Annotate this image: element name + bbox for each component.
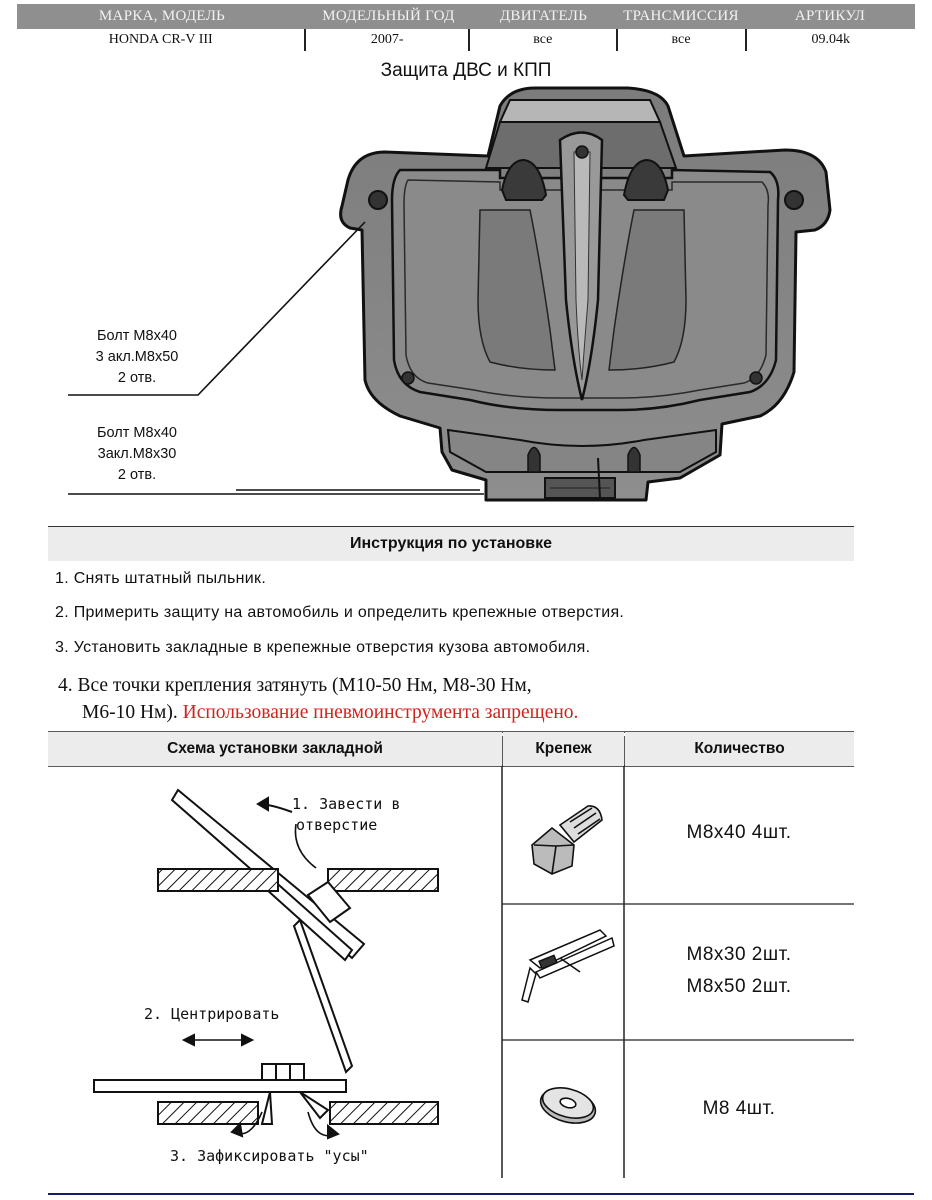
instruction-step-4-line2: М6-10 Нм). Использование пневмоинструмен… — [58, 699, 578, 726]
qty-washer: М8 4шт. — [702, 1098, 776, 1119]
table-header-quantity: Количество — [625, 732, 854, 766]
value-year: 2007- — [304, 29, 468, 51]
washer-icon — [539, 1087, 597, 1124]
spec-value-row: HONDA CR-V III 2007- все все 09.04k — [17, 29, 915, 51]
diagram-step-2: 2. Центрировать — [144, 1005, 280, 1023]
qty-bolt: М8х40 4шт. — [686, 822, 792, 843]
table-header-scheme: Схема установки закладной — [48, 732, 502, 766]
page-title: Защита ДВС и КПП — [380, 60, 552, 81]
qty-insert-m8x50: М8х50 2шт. — [686, 976, 792, 997]
torque-m6: М6-10 Нм). — [82, 702, 178, 723]
diagram-step-1-line2: отверстие — [296, 816, 378, 834]
instruction-step-3: 3. Установить закладные в крепежные отве… — [55, 639, 591, 656]
bolt-label-lower-line2: 3акл.М8х30 — [97, 446, 177, 462]
value-transmission: все — [615, 29, 745, 51]
pneumatic-warning: Использование пневмоинструмента запрещен… — [182, 702, 579, 723]
bolt-label-lower: Болт М8х40 3акл.М8х30 2 отв. — [82, 423, 192, 486]
bolt-label-upper-line1: Болт М8х40 — [97, 328, 177, 344]
leader-lines — [68, 221, 484, 495]
insert-install-diagram — [93, 788, 439, 1140]
skid-plate-drawing — [339, 86, 832, 502]
col-article: АРТИКУЛ — [794, 8, 866, 24]
value-engine: все — [467, 29, 616, 51]
col-transmission: ТРАНСМИССИЯ — [623, 8, 739, 24]
table-header-fastener: Крепеж — [503, 732, 624, 766]
bolt-label-upper: Болт М8х40 3 акл.М8х50 2 отв. — [82, 326, 192, 389]
spec-header-row: МАРКА, МОДЕЛЬ МОДЕЛЬНЫЙ ГОД ДВИГАТЕЛЬ ТР… — [17, 4, 915, 29]
bolt-label-upper-line3: 2 отв. — [117, 370, 157, 386]
col-engine: ДВИГАТЕЛЬ — [499, 8, 588, 24]
col-year: МОДЕЛЬНЫЙ ГОД — [322, 8, 455, 24]
bolt-label-lower-line3: 2 отв. — [117, 467, 157, 483]
diagram-step-3: 3. Зафиксировать "усы" — [170, 1147, 369, 1165]
diagram-step-1-line1: 1. Завести в — [292, 795, 401, 813]
col-model: МАРКА, МОДЕЛЬ — [98, 8, 226, 24]
instruction-step-4: 4. Все точки крепления затянуть (М10-50 … — [58, 672, 578, 726]
bolt-label-upper-line2: 3 акл.М8х50 — [95, 349, 179, 365]
bolt-label-lower-line1: Болт М8х40 — [97, 425, 177, 441]
bolt-icon — [531, 805, 603, 875]
qty-insert-m8x30: М8х30 2шт. — [686, 944, 792, 965]
value-model: HONDA CR-V III — [108, 32, 213, 47]
instruction-step-1: 1. Снять штатный пыльник. — [55, 570, 267, 587]
value-article: 09.04k — [744, 29, 915, 51]
insert-icon — [521, 929, 615, 1003]
spec-header-table: МАРКА, МОДЕЛЬ МОДЕЛЬНЫЙ ГОД ДВИГАТЕЛЬ ТР… — [17, 4, 915, 51]
instruction-step-4-line1: 4. Все точки крепления затянуть (М10-50 … — [58, 675, 532, 696]
instruction-step-2: 2. Примерить защиту на автомобиль и опре… — [55, 604, 625, 621]
diagram-step-1: 1. Завести в отверстие — [292, 794, 400, 836]
instructions-heading: Инструкция по установке — [48, 526, 854, 561]
